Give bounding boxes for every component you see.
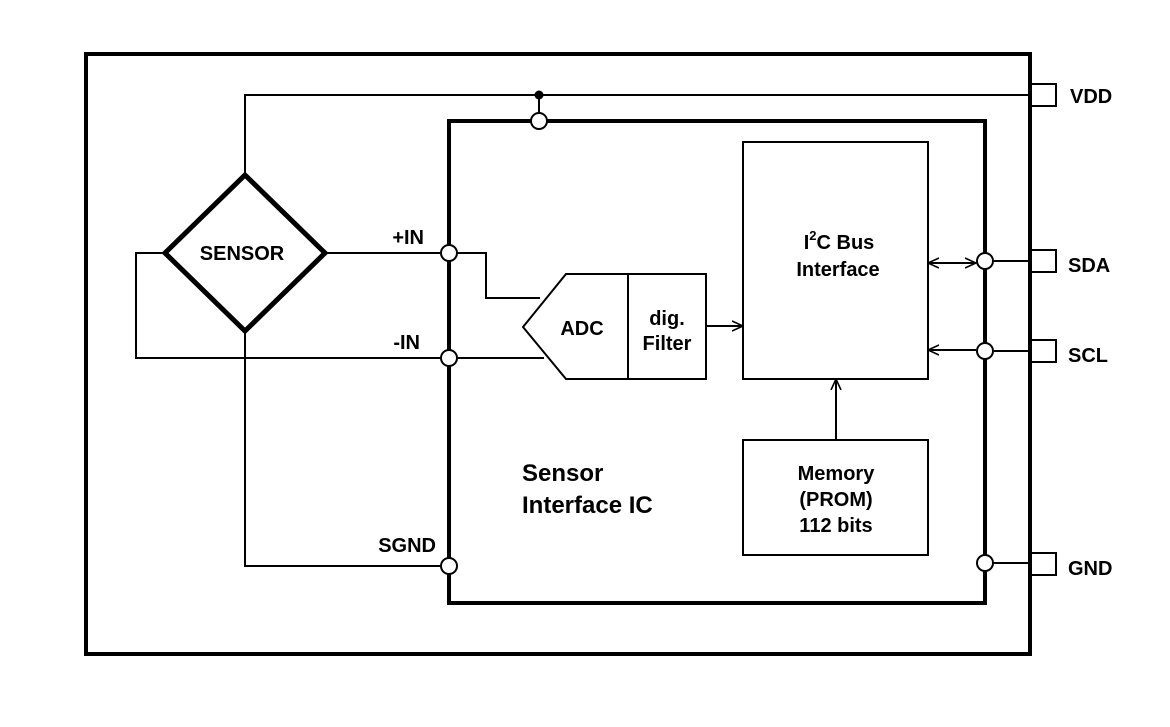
sgnd-node (440, 557, 458, 575)
memory-block (742, 439, 929, 556)
plus-in-adc-wire (458, 252, 540, 299)
sensor-label: SENSOR (200, 243, 285, 265)
memory-label-line1: Memory (798, 463, 876, 485)
ic-name-line2: Interface IC (522, 492, 653, 519)
plus-in-node (440, 244, 458, 262)
ic-name-line1: Sensor (522, 460, 603, 487)
i2c-label-line1: I2C Bus (804, 228, 875, 254)
vdd-wire (244, 94, 1030, 175)
sensor-block (161, 171, 329, 335)
i2c-block (742, 141, 929, 380)
scl-pin-label: SCL (1068, 345, 1108, 367)
vdd-ic-node (530, 112, 548, 130)
minus-in-label: -IN (393, 332, 420, 354)
gnd-pin-pad (1029, 552, 1057, 576)
gnd-ic-node (976, 554, 994, 572)
vdd-pin-label: VDD (1070, 86, 1112, 108)
sda-pin-pad (1029, 249, 1057, 273)
i2c-label-line2: Interface (796, 259, 879, 281)
vdd-junction (534, 90, 544, 100)
sgnd-wire (244, 333, 440, 567)
sda-pin-label: SDA (1068, 255, 1110, 277)
gnd-pin-label: GND (1068, 558, 1112, 580)
sensor-loop-wire (135, 252, 440, 359)
memory-label-line3: 112 bits (799, 515, 872, 537)
minus-in-node (440, 349, 458, 367)
adc-label: ADC (560, 318, 603, 340)
memory-label-line2: (PROM) (799, 489, 872, 511)
scl-pin-pad (1029, 339, 1057, 363)
filter-label-line2: Filter (643, 333, 692, 355)
plus-in-label: +IN (392, 227, 424, 249)
filter-label-line1: dig. (649, 308, 685, 330)
sda-ic-node (976, 252, 994, 270)
adc-block (521, 273, 707, 380)
sgnd-label: SGND (378, 535, 436, 557)
vdd-pin-pad (1029, 83, 1057, 107)
scl-ic-node (976, 342, 994, 360)
